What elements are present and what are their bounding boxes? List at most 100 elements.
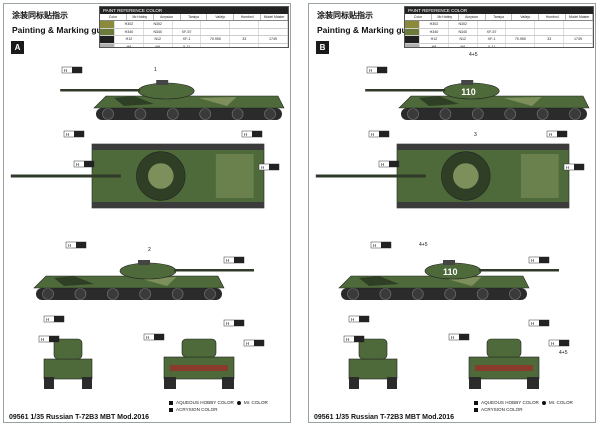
turret-hatch bbox=[453, 163, 479, 189]
track-right bbox=[82, 377, 92, 389]
road-wheel bbox=[139, 288, 151, 300]
color-swatch bbox=[405, 21, 420, 28]
callout-text: H bbox=[373, 243, 376, 248]
road-wheel bbox=[199, 108, 211, 120]
ref-cell bbox=[259, 28, 288, 35]
callout-text: H bbox=[369, 68, 372, 73]
color-callout: H bbox=[546, 130, 568, 138]
ref-header: Humbrol bbox=[234, 14, 262, 20]
turret bbox=[119, 262, 177, 280]
front-turret bbox=[53, 338, 83, 360]
color-callout: H bbox=[548, 339, 570, 347]
color-callout: H bbox=[528, 319, 550, 327]
road-wheel bbox=[439, 108, 452, 120]
rear-turret bbox=[486, 338, 522, 358]
tank-front-view bbox=[348, 338, 398, 389]
color-callout: H bbox=[63, 130, 85, 138]
ref-header: Color bbox=[100, 14, 127, 20]
ref-header: Model Master bbox=[566, 14, 593, 20]
title-english: Painting & Marking guide bbox=[317, 25, 420, 35]
callout-dark bbox=[381, 242, 391, 248]
callout-dark bbox=[539, 320, 549, 326]
scheme-badge: A bbox=[11, 41, 24, 54]
road-wheel bbox=[536, 108, 549, 120]
acrysion-swatch-icon bbox=[169, 407, 173, 412]
callout-text: H bbox=[451, 335, 454, 340]
legend-aqueous: AQUEOUS HOBBY COLOR bbox=[481, 400, 539, 405]
road-wheel bbox=[504, 108, 516, 120]
ref-cell: H340 bbox=[420, 28, 449, 35]
ref-header: Tamiya bbox=[181, 14, 208, 20]
paint-reference-headers: Color Mr.Hobby Acrysion Tamiya Vallejo H… bbox=[405, 14, 593, 21]
ref-cell bbox=[564, 43, 593, 47]
ref-cell bbox=[506, 28, 536, 35]
color-callout: H bbox=[368, 130, 390, 138]
ref-cell bbox=[173, 21, 202, 28]
road-wheel bbox=[407, 108, 419, 120]
main-gun bbox=[10, 174, 121, 178]
ref-cell bbox=[201, 21, 231, 28]
callout-dark bbox=[354, 336, 364, 342]
paint-reference-title: PAINT REFERENCE COLOR bbox=[405, 7, 593, 14]
road-wheel bbox=[231, 108, 244, 120]
callout-text: H bbox=[531, 258, 534, 263]
tank-side-view bbox=[33, 260, 254, 300]
tank-top-view bbox=[315, 143, 570, 209]
footer-title: 09561 1/35 Russian T-72B3 MBT Mod.2016 bbox=[9, 414, 150, 421]
callout-dark bbox=[154, 334, 164, 340]
callout-dark bbox=[557, 131, 567, 137]
color-callout: H bbox=[143, 333, 165, 341]
tank-top-view bbox=[10, 143, 265, 209]
callout-text: H bbox=[549, 132, 552, 137]
track-top bbox=[92, 144, 264, 150]
ref-cell: X-11 bbox=[173, 43, 202, 47]
road-wheel bbox=[167, 108, 179, 120]
callout-dark bbox=[84, 161, 94, 167]
legend-acrysion: ACRYSION COLOR bbox=[176, 406, 218, 412]
rear-turret bbox=[181, 338, 217, 358]
callout-dark bbox=[379, 131, 389, 137]
callout-text: H bbox=[46, 317, 49, 322]
road-wheel bbox=[102, 108, 114, 120]
aqueous-swatch-icon bbox=[474, 401, 478, 406]
ref-header: Humbrol bbox=[539, 14, 567, 20]
ref-cell: 1749 bbox=[564, 36, 593, 43]
color-callout: H bbox=[65, 241, 87, 249]
callout-dark bbox=[389, 161, 399, 167]
paint-reference-title: PAINT REFERENCE COLOR bbox=[100, 7, 288, 14]
camo-patch bbox=[503, 97, 542, 106]
camo-patch bbox=[198, 97, 237, 106]
main-gun bbox=[60, 89, 141, 92]
ref-cell: H12 bbox=[115, 36, 144, 43]
ref-cell: H8 bbox=[420, 43, 449, 47]
road-wheel bbox=[74, 288, 87, 300]
color-swatch bbox=[405, 36, 420, 43]
ref-cell bbox=[535, 21, 565, 28]
road-wheel bbox=[171, 288, 184, 300]
tank-side-view: 110 bbox=[365, 80, 590, 120]
ref-cell: N12 bbox=[449, 36, 478, 43]
ref-cell: H302 bbox=[420, 21, 449, 28]
color-callout: H bbox=[343, 335, 365, 343]
fuel-drums bbox=[170, 365, 228, 371]
color-callout: H bbox=[223, 256, 245, 264]
track-left bbox=[44, 377, 54, 389]
ref-header: Mr.Hobby bbox=[127, 14, 154, 20]
ref-cell bbox=[535, 43, 565, 47]
color-callout: H bbox=[366, 66, 388, 74]
camo-patch bbox=[359, 276, 399, 286]
callout-text: H bbox=[146, 335, 149, 340]
road-wheel bbox=[347, 288, 359, 300]
main-gun bbox=[315, 174, 426, 178]
decal-callout: 1 bbox=[154, 67, 157, 73]
title-chinese: 涂装同标贴指示 bbox=[317, 11, 373, 20]
paint-reference-table: PAINT REFERENCE COLOR Color Mr.Hobby Acr… bbox=[404, 6, 594, 48]
hull-number: 110 bbox=[443, 267, 458, 277]
legend-acrysion: ACRYSION COLOR bbox=[481, 406, 523, 412]
callout-text: H bbox=[226, 321, 229, 326]
